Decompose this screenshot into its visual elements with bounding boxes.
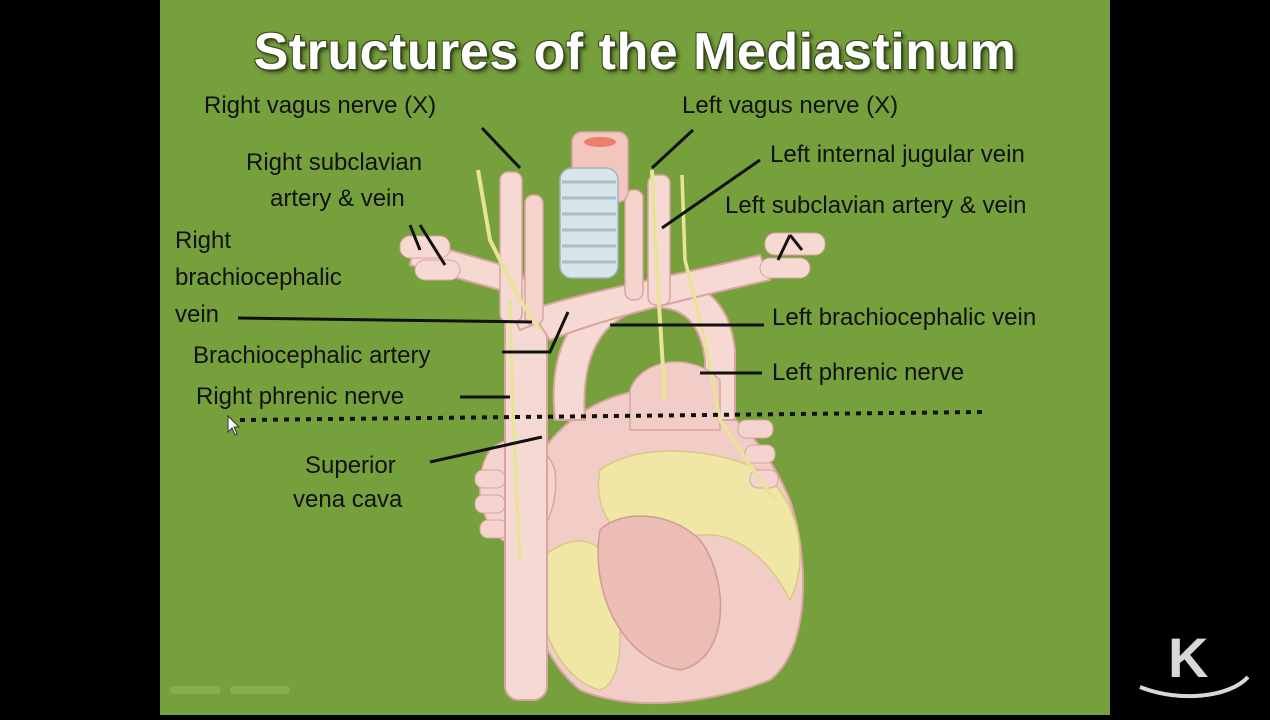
label-right-subclavian-line2: artery & vein (270, 185, 405, 212)
label-left-brachiocephalic-vein: Left brachiocephalic vein (772, 304, 1037, 331)
slide: Structures of the Mediastinum Right vagu… (160, 0, 1110, 715)
left-vagus-nerve (650, 169, 667, 401)
trachea (559, 167, 619, 279)
logo-letter: K (1168, 626, 1208, 689)
page-title: Structures of the Mediastinum (253, 23, 1017, 81)
leader-lines (237, 126, 804, 464)
pulmonary-trunk (629, 361, 721, 431)
left-phrenic-nerve (680, 174, 777, 502)
label-brachiocephalic-artery: Brachiocephalic artery (193, 342, 431, 369)
mediastinum-illustration (227, 126, 986, 705)
right-phrenic-nerve (508, 299, 522, 561)
transverse-thoracic-plane (239, 410, 986, 422)
label-superior-vena-cava-line2: vena cava (293, 486, 403, 513)
label-left-phrenic-nerve: Left phrenic nerve (772, 359, 965, 386)
label-right-phrenic-nerve: Right phrenic nerve (196, 383, 405, 410)
label-right-brachiocephalic-line3: vein (175, 301, 220, 328)
k-logo: K (1139, 626, 1250, 699)
label-left-subclavian-artery-vein: Left subclavian artery & vein (725, 192, 1027, 219)
ventricle (597, 515, 722, 671)
label-right-vagus-nerve: Right vagus nerve (X) (204, 92, 437, 119)
left-common-carotid (624, 189, 644, 301)
label-right-brachiocephalic-line2: brachiocephalic (175, 264, 342, 291)
label-left-vagus-nerve: Left vagus nerve (X) (682, 92, 899, 119)
label-superior-vena-cava-line1: Superior (305, 452, 396, 479)
label-right-brachiocephalic-line1: Right (175, 227, 232, 254)
right-vagus-nerve (476, 169, 542, 332)
right-common-carotid (524, 194, 544, 326)
cursor-icon (227, 414, 241, 436)
label-left-internal-jugular-vein: Left internal jugular vein (770, 141, 1025, 168)
label-right-subclavian-line1: Right subclavian (246, 149, 423, 176)
watermark (170, 686, 290, 694)
